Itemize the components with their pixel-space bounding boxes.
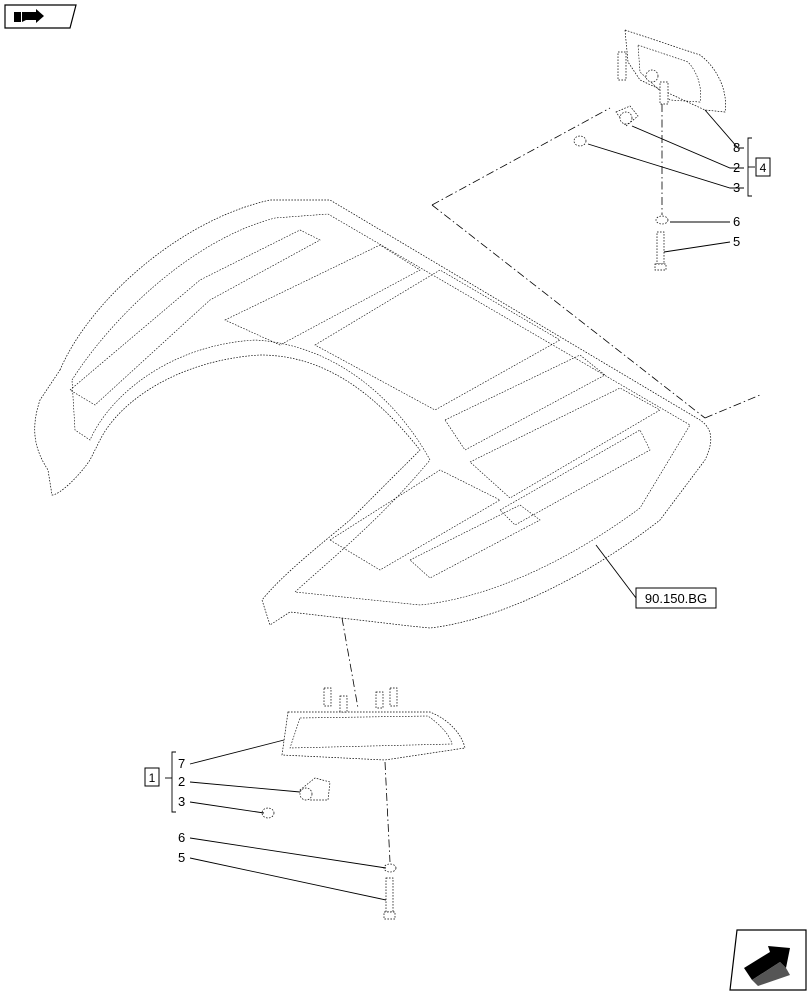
bottom-screw: [383, 877, 396, 920]
bottom-group-box[interactable]: 1: [144, 767, 160, 787]
leader-lines: [165, 109, 755, 901]
top-bulb-socket: [615, 105, 639, 127]
callout-bottom-washer: 6: [178, 830, 185, 845]
top-bulb: [573, 135, 587, 147]
reference-label-text: 90.150.BG: [645, 591, 707, 606]
callout-bottom-screw: 5: [178, 850, 185, 865]
hand-pointer-icon: [14, 9, 44, 23]
callout-bottom-item-1: 2: [178, 774, 185, 789]
bottom-group-callouts: 7 2 3 1 6 5: [144, 756, 185, 865]
callout-bottom-item-0: 7: [178, 756, 185, 771]
roof-panel: [34, 199, 712, 629]
bottom-lamp: [281, 687, 466, 761]
assembly-lines: [341, 104, 761, 863]
top-group-box-number: 4: [760, 161, 767, 175]
callout-top-screw: 5: [733, 234, 740, 249]
bottom-bulb: [261, 807, 275, 819]
top-group-callouts: 8 2 3 4 6 5: [733, 140, 771, 249]
next-arrow-icon: [744, 946, 790, 986]
top-lamp: [617, 29, 726, 113]
top-group-box[interactable]: 4: [755, 157, 771, 177]
bottom-group-box-number: 1: [149, 771, 156, 785]
callout-top-washer: 6: [733, 214, 740, 229]
callout-top-item-2: 3: [733, 180, 740, 195]
next-page-button[interactable]: [729, 929, 807, 991]
bottom-bulb-socket: [299, 777, 331, 801]
top-washer: [655, 215, 669, 225]
callout-top-item-1: 2: [733, 160, 740, 175]
callout-bottom-item-2: 3: [178, 794, 185, 809]
top-screw: [654, 231, 667, 271]
callout-top-item-0: 8: [733, 140, 740, 155]
reference-label[interactable]: 90.150.BG: [635, 587, 717, 609]
back-nav-button[interactable]: [4, 4, 77, 29]
